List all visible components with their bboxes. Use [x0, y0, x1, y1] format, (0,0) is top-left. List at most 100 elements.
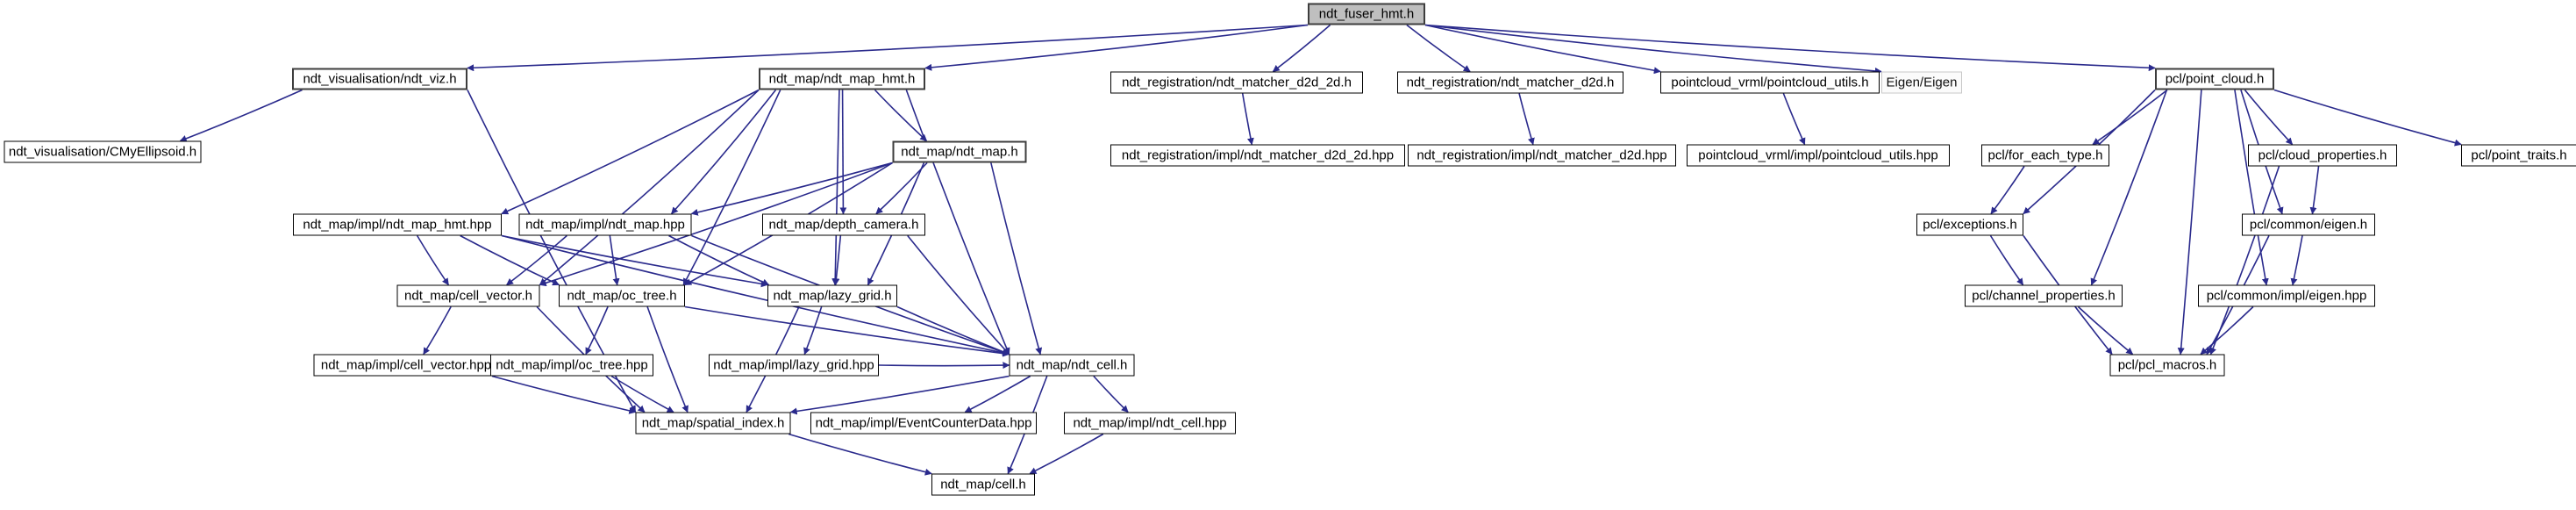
graph-node[interactable]: ndt_registration/impl/ndt_matcher_d2d.hp…	[1408, 144, 1676, 167]
graph-node-label: ndt_map/impl/ndt_cell.hpp	[1073, 415, 1227, 431]
graph-node[interactable]: ndt_visualisation/ndt_viz.h	[292, 68, 467, 90]
graph-edge	[803, 306, 823, 356]
graph-node[interactable]: ndt_registration/impl/ndt_matcher_d2d_2d…	[1110, 144, 1405, 167]
graph-node[interactable]: pcl/channel_properties.h	[1965, 284, 2123, 307]
graph-edge	[788, 433, 932, 476]
graph-node-label: ndt_map/spatial_index.h	[641, 415, 785, 431]
graph-node-label: pcl/point_cloud.h	[2165, 71, 2265, 87]
graph-node[interactable]: pointcloud_vrml/impl/pointcloud_utils.hp…	[1687, 144, 1950, 167]
graph-edge	[924, 24, 1309, 71]
graph-edge	[2090, 90, 2168, 286]
graph-node-label: pcl/pcl_macros.h	[2117, 357, 2217, 373]
graph-edge	[1424, 24, 2156, 72]
graph-node[interactable]: ndt_registration/ndt_matcher_d2d.h	[1397, 71, 1623, 94]
graph-edge	[646, 306, 689, 413]
graph-node-label: ndt_map/impl/cell_vector.hpp	[320, 357, 492, 373]
graph-edge	[874, 89, 928, 142]
graph-edge	[585, 306, 609, 356]
graph-edge	[839, 90, 847, 215]
graph-node[interactable]: ndt_registration/ndt_matcher_d2d_2d.h	[1110, 71, 1363, 94]
graph-edge	[671, 90, 777, 215]
graph-node-label: ndt_map/lazy_grid.h	[773, 288, 892, 304]
graph-node-label: pcl/common/eigen.h	[2249, 217, 2368, 233]
graph-edge	[896, 305, 1010, 356]
graph-node-label: Eigen/Eigen	[1886, 75, 1958, 90]
graph-edge	[690, 162, 893, 216]
graph-node[interactable]: ndt_map/impl/oc_tree.hpp	[490, 354, 653, 377]
graph-node[interactable]: ndt_map/spatial_index.h	[635, 412, 791, 435]
graph-node[interactable]: pcl/common/impl/eigen.hpp	[2198, 284, 2375, 307]
graph-edge	[1406, 24, 1471, 73]
graph-edge	[610, 375, 674, 413]
graph-node-label: ndt_visualisation/ndt_viz.h	[303, 71, 457, 87]
graph-node[interactable]: ndt_map/impl/ndt_map.hpp	[518, 213, 692, 236]
graph-node-label: ndt_map/depth_camera.h	[768, 217, 919, 233]
graph-node[interactable]: ndt_map/ndt_map_hmt.h	[759, 68, 925, 90]
graph-edge	[875, 162, 928, 215]
graph-node-label: ndt_map/impl/oc_tree.hpp	[496, 357, 648, 373]
graph-node[interactable]: ndt_map/cell_vector.h	[396, 284, 540, 307]
graph-node[interactable]: pcl/point_traits.h	[2461, 144, 2576, 167]
graph-edge	[501, 234, 768, 288]
graph-node[interactable]: ndt_map/cell.h	[931, 473, 1035, 496]
graph-node-label: ndt_visualisation/CMyEllipsoid.h	[8, 144, 197, 160]
graph-node[interactable]: pcl/common/eigen.h	[2242, 213, 2375, 236]
graph-node[interactable]: pcl/cloud_properties.h	[2248, 144, 2397, 167]
graph-edge	[416, 235, 449, 286]
graph-node[interactable]: pcl/pcl_macros.h	[2109, 354, 2225, 377]
graph-edge	[1272, 24, 1331, 73]
graph-node-label: ndt_map/impl/ndt_map_hmt.hpp	[303, 217, 492, 233]
graph-edge	[491, 375, 637, 414]
graph-node-label: ndt_map/cell_vector.h	[404, 288, 532, 304]
graph-node-label: ndt_map/ndt_map.h	[901, 144, 1018, 160]
graph-edge	[2290, 235, 2303, 286]
graph-node-label: pcl/common/impl/eigen.hpp	[2206, 288, 2367, 304]
graph-node[interactable]: ndt_visualisation/CMyEllipsoid.h	[4, 140, 202, 163]
graph-node-label: ndt_map/impl/lazy_grid.hpp	[713, 357, 874, 373]
graph-node-label: pcl/channel_properties.h	[1972, 288, 2116, 304]
graph-node[interactable]: ndt_map/impl/lazy_grid.hpp	[709, 354, 879, 377]
graph-node[interactable]: ndt_map/oc_tree.h	[559, 284, 685, 307]
graph-edge	[1518, 93, 1535, 146]
graph-node[interactable]: ndt_map/impl/cell_vector.hpp	[313, 354, 499, 377]
graph-node-label: pcl/cloud_properties.h	[2258, 147, 2387, 163]
graph-node-label: pcl/point_traits.h	[2471, 147, 2567, 163]
graph-node[interactable]: ndt_map/impl/EventCounterData.hpp	[810, 412, 1037, 435]
graph-edge	[990, 162, 1043, 356]
graph-edge	[2309, 166, 2320, 215]
graph-node-label: pointcloud_vrml/impl/pointcloud_utils.hp…	[1698, 147, 1938, 163]
graph-node-label: pcl/exceptions.h	[1923, 217, 2017, 233]
graph-node[interactable]: pointcloud_vrml/pointcloud_utils.h	[1660, 71, 1880, 94]
graph-node[interactable]: ndt_map/ndt_cell.h	[1009, 354, 1135, 377]
graph-edge	[423, 306, 452, 356]
graph-edge	[179, 89, 303, 142]
graph-edge	[460, 234, 560, 286]
graph-edge	[1029, 433, 1104, 475]
graph-edge	[1093, 375, 1129, 413]
graph-edge	[2200, 305, 2254, 356]
graph-node[interactable]: ndt_map/depth_camera.h	[762, 213, 925, 236]
graph-node-label: ndt_map/cell.h	[940, 477, 1026, 492]
graph-node[interactable]: pcl/exceptions.h	[1916, 213, 2023, 236]
graph-edge	[467, 24, 1309, 72]
graph-edge	[832, 235, 842, 286]
graph-node[interactable]: ndt_map/lazy_grid.h	[767, 284, 897, 307]
graph-edge	[878, 362, 1010, 370]
graph-node-label: ndt_map/impl/ndt_map.hpp	[525, 217, 685, 233]
graph-node[interactable]: ndt_fuser_hmt.h	[1308, 3, 1425, 25]
graph-edge	[1424, 24, 1661, 75]
graph-node[interactable]: pcl/for_each_type.h	[1981, 144, 2109, 167]
graph-node[interactable]: Eigen/Eigen	[1881, 71, 1962, 94]
graph-node[interactable]: pcl/point_cloud.h	[2155, 68, 2274, 90]
graph-edge	[789, 375, 1010, 415]
graph-node[interactable]: ndt_map/ndt_map.h	[892, 140, 1027, 163]
graph-node-label: pointcloud_vrml/pointcloud_utils.h	[1671, 75, 1869, 90]
graph-edge	[907, 234, 1010, 356]
graph-edge	[2244, 89, 2294, 146]
graph-edge	[501, 89, 760, 215]
graph-edge	[2209, 166, 2280, 356]
graph-node[interactable]: ndt_map/impl/ndt_map_hmt.hpp	[293, 213, 502, 236]
graph-node[interactable]: ndt_map/impl/ndt_cell.hpp	[1064, 412, 1236, 435]
